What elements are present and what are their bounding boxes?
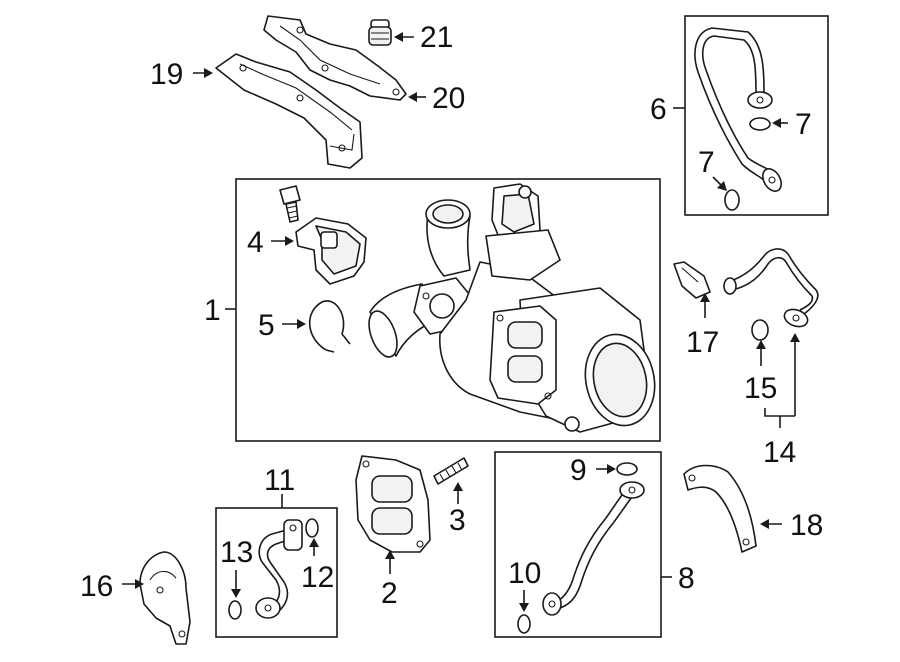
callout-3: 3 xyxy=(449,504,466,537)
callout-7-upper: 7 xyxy=(795,108,812,141)
part-12-seal xyxy=(305,518,319,538)
callout-16: 16 xyxy=(80,570,113,603)
part-7-washer-lower xyxy=(724,189,740,211)
part-16-shield xyxy=(139,551,191,645)
part-20-heat-shield-upper xyxy=(263,15,407,101)
callout-15: 15 xyxy=(744,372,777,405)
leader-lines xyxy=(122,32,800,612)
callout-12: 12 xyxy=(301,561,334,594)
part-19-heat-shield-lower xyxy=(215,53,363,169)
callout-2: 2 xyxy=(381,577,398,610)
callout-1: 1 xyxy=(204,294,221,327)
part-5-clamp xyxy=(308,300,351,353)
callout-8: 8 xyxy=(678,562,695,595)
part-13-seal xyxy=(228,600,242,620)
part-14-oil-return-line xyxy=(723,248,819,328)
part-18-bracket xyxy=(683,464,757,553)
part-11-coolant-line xyxy=(255,519,303,619)
callout-10: 10 xyxy=(508,557,541,590)
part-4-actuator xyxy=(279,185,367,285)
callout-6: 6 xyxy=(650,93,667,126)
part-8-oil-line xyxy=(542,481,645,616)
part-9-washer xyxy=(616,462,638,476)
callout-5: 5 xyxy=(258,309,275,342)
callout-20: 20 xyxy=(432,82,465,115)
callout-7-lower: 7 xyxy=(698,146,715,179)
group-box-oil-line-upper xyxy=(684,15,829,216)
group-box-coolant-line xyxy=(215,507,338,638)
part-15-gasket xyxy=(751,319,769,341)
part-17-bracket xyxy=(673,261,711,299)
callout-4: 4 xyxy=(247,226,264,259)
part-10-washer xyxy=(517,614,531,634)
callout-14: 14 xyxy=(763,436,796,469)
part-3-stud xyxy=(433,457,469,485)
part-6-oil-line xyxy=(694,27,782,192)
callout-9: 9 xyxy=(570,454,587,487)
callout-13: 13 xyxy=(220,536,253,569)
callout-18: 18 xyxy=(790,509,823,542)
part-7-washer-upper xyxy=(749,117,771,131)
callout-19: 19 xyxy=(150,58,183,91)
group-box-oil-line-lower xyxy=(494,451,662,638)
callout-labels: 21 20 19 1 4 5 6 7 7 17 15 14 9 10 8 3 2… xyxy=(80,21,823,610)
callout-11: 11 xyxy=(264,464,295,497)
group-box-turbo-assembly xyxy=(235,178,661,442)
callout-17: 17 xyxy=(686,326,719,359)
part-1-turbocharger xyxy=(368,183,656,433)
part-2-gasket xyxy=(355,455,431,553)
callout-21: 21 xyxy=(420,21,453,54)
part-21-plug xyxy=(368,19,392,46)
